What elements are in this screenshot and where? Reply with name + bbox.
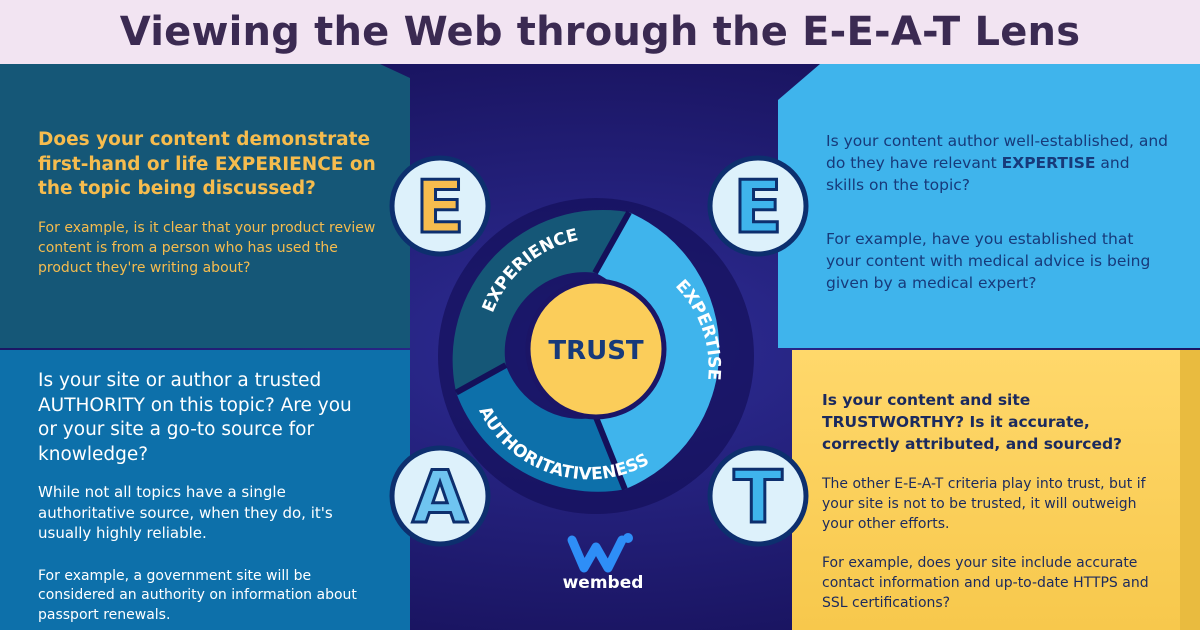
trust-example: For example, does your site include accu… (822, 555, 1149, 611)
page-title: Viewing the Web through the E-E-A-T Lens (119, 9, 1081, 55)
experience-text: Does your content demonstrate first-hand… (38, 128, 378, 278)
eeat-wheel: EXPERIENCE EXPERTISE AUTHORITATIVENESS T… (438, 198, 754, 514)
wheel-segment-authority (456, 365, 625, 492)
trust-panel-edge (1180, 350, 1200, 630)
experience-example: For example, is it clear that your produ… (38, 219, 376, 276)
wheel-separator-2 (593, 416, 628, 491)
svg-text:T: T (733, 455, 782, 539)
letter-a-icon: A (389, 445, 491, 547)
svg-text:A: A (412, 455, 468, 539)
letter-e-icon: E (389, 155, 491, 257)
title-bar: Viewing the Web through the E-E-A-T Lens (0, 0, 1200, 64)
wheel-separator-1 (592, 210, 632, 275)
wheel-center (525, 278, 667, 420)
expertise-panel (778, 64, 1200, 348)
wembed-w-logo-icon (567, 533, 633, 573)
wheel-separator-3 (454, 362, 508, 396)
expertise-question-emphasis: EXPERTISE (1001, 154, 1096, 172)
authority-panel (0, 350, 410, 630)
expertise-question-start: Is your content author well-established,… (826, 132, 1168, 172)
expertise-question-end: and skills on the topic? (826, 154, 1130, 194)
svg-text:E: E (415, 165, 464, 249)
authority-question: Is your site or author a trusted AUTHORI… (38, 370, 352, 465)
expertise-question: Is your content author well-established,… (826, 130, 1171, 196)
trust-question: Is your content and site TRUSTWORTHY? Is… (822, 391, 1123, 453)
authority-note: While not all topics have a single autho… (38, 483, 333, 542)
trust-panel (792, 350, 1200, 630)
wheel-center-label: TRUST (548, 336, 644, 366)
brand-name: wembed (562, 573, 644, 593)
experience-question: Does your content demonstrate first-hand… (38, 129, 376, 199)
svg-text:E: E (733, 165, 782, 249)
wheel-segment-experience (452, 209, 630, 393)
letter-e-icon: E (707, 155, 809, 257)
letter-t-icon: T (707, 445, 809, 547)
expertise-example: For example, have you established that y… (826, 230, 1151, 292)
authority-text: Is your site or author a trusted AUTHORI… (38, 369, 360, 625)
experience-panel (0, 64, 410, 348)
expertise-text: Is your content author well-established,… (826, 130, 1171, 294)
trust-text: Is your content and site TRUSTWORTHY? Is… (822, 389, 1152, 613)
authority-example: For example, a government site will be c… (38, 567, 357, 623)
trust-note: The other E-E-A-T criteria play into tru… (822, 476, 1146, 532)
